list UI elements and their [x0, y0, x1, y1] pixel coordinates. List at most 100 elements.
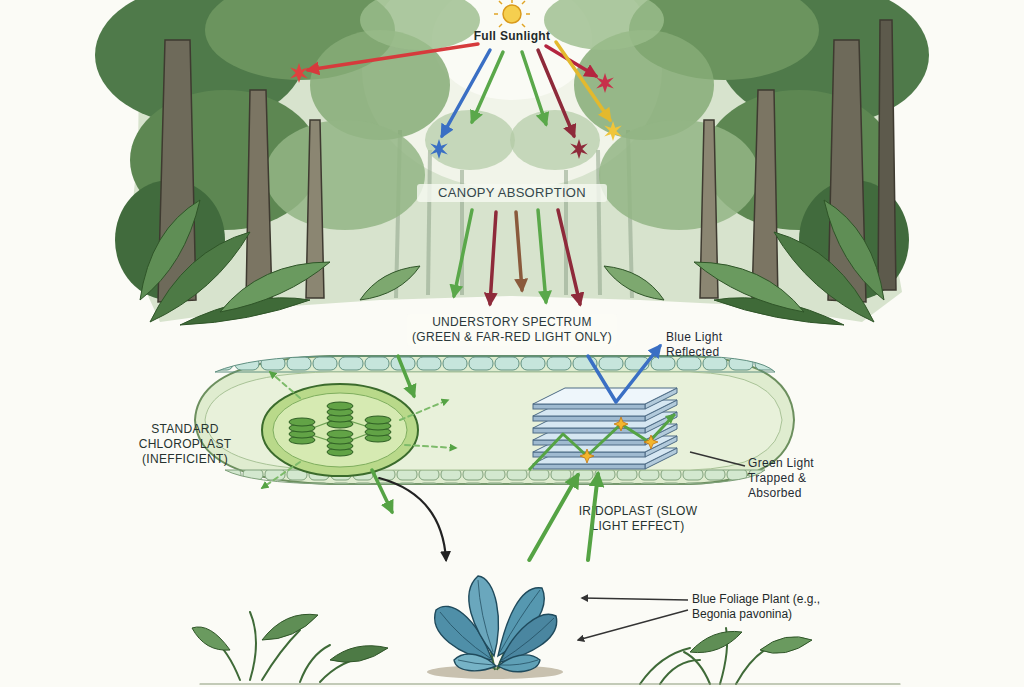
- plant-shape: [458, 660, 494, 665]
- canopy-foliage: [265, 120, 425, 230]
- node-label: IRIDOPLAST (SLOW LIGHT EFFECT): [563, 504, 713, 534]
- iridoplast-shape: [580, 449, 594, 463]
- iridoplast-shape: [533, 388, 677, 404]
- ground-leaves: [330, 646, 388, 663]
- sun-symbol: [499, 24, 502, 27]
- sun-symbol: [499, 1, 502, 4]
- tree-trunks: [158, 20, 896, 302]
- sun-symbol: [494, 0, 530, 27]
- chloroplast-shape: [289, 418, 315, 426]
- canopy-foliage: [360, 0, 480, 50]
- sunlight-rays: [308, 42, 610, 136]
- sun-symbol: [526, 13, 530, 15]
- iridoplast-organelle: IRIDOPLAST (SLOW LIGHT EFFECT): [525, 380, 685, 475]
- iridoplast-shape: [525, 380, 685, 475]
- fern-foliage: [604, 266, 664, 300]
- ground-leaves: [760, 637, 812, 654]
- blue-foliage-plant: Blue Foliage Plant (e.g., Begonia pavoni…: [420, 560, 570, 680]
- connector-arrow: [379, 478, 446, 560]
- fern-foliage: [360, 266, 420, 300]
- node-label: Blue Foliage Plant (e.g., Begonia pavoni…: [692, 592, 832, 622]
- sun-symbol: [511, 0, 513, 3]
- chloroplast-shape: [273, 393, 407, 467]
- node-label: STANDARD CHLOROPLAST (INEFFICIENT): [120, 422, 250, 467]
- fern-foliage: [694, 262, 804, 312]
- iridoplast-shape: [644, 435, 658, 449]
- sun-symbol: [494, 13, 498, 15]
- understory-rays: [558, 210, 580, 304]
- ground-leaves: [690, 631, 742, 652]
- forest-backdrop: [128, 0, 902, 322]
- chloroplast-shape: [327, 402, 353, 410]
- iridoplast-shape: [533, 464, 645, 469]
- sunlight-rays: [472, 52, 503, 122]
- canopy-foliage: [544, 0, 664, 50]
- leaf-cross-section: [195, 356, 794, 484]
- tree-trunks: [752, 90, 778, 300]
- ground-plants: [660, 660, 700, 684]
- understory-rays: [454, 210, 472, 296]
- understory-rays: [454, 210, 580, 304]
- plant-shape: [500, 660, 538, 665]
- reflection-label: Blue Light Reflected: [666, 330, 744, 360]
- ground-plants: [684, 652, 710, 684]
- sun-symbol: [522, 24, 525, 27]
- plant-shape: [440, 612, 490, 658]
- leaf-cross-section: [205, 372, 782, 470]
- plant-shape: [420, 560, 570, 680]
- canopy-foliage: [599, 120, 759, 230]
- ground-leaves: [192, 627, 230, 650]
- chloroplast-shape: [260, 382, 420, 478]
- absorption-burst: [290, 63, 622, 159]
- sun-symbol: [503, 5, 521, 23]
- plant-shape: [440, 580, 554, 665]
- plant-shape: [498, 655, 540, 672]
- tree-trunks: [878, 20, 896, 290]
- sunlight-label: Full Sunlight: [452, 29, 572, 44]
- chloroplast-shape: [262, 384, 418, 476]
- light-path-arrow: [398, 356, 414, 396]
- sun-symbol: [494, 0, 530, 27]
- plant-shape: [454, 654, 496, 671]
- canopy-label: CANOPY ABSORPTION: [417, 184, 607, 202]
- chloroplast-shape: [365, 416, 391, 424]
- absorption-burst: [430, 139, 448, 159]
- absorption-label: Green Light Trapped & Absorbed: [748, 456, 844, 501]
- edge-group: [379, 475, 578, 560]
- connector-arrow: [529, 475, 578, 560]
- absorption-burst: [290, 63, 308, 83]
- understory-rays: [490, 212, 496, 304]
- iridoplast-shape: [533, 404, 645, 409]
- ground-leaves: [262, 614, 318, 640]
- chloroplast-shape: [327, 430, 353, 438]
- sunlight-rays: [442, 50, 490, 136]
- iridoplast-shape: [614, 417, 628, 431]
- iridoplast-shape: [533, 440, 645, 445]
- iridoplast-shape: [529, 414, 675, 470]
- plant-shape: [469, 576, 499, 656]
- fern-foliage: [140, 200, 200, 300]
- ground-plants: [200, 683, 900, 684]
- canopy-foliage: [425, 110, 515, 170]
- fern-foliage: [220, 262, 330, 312]
- absorption-burst: [604, 121, 622, 141]
- plant-shape: [502, 618, 554, 660]
- leader-line: [582, 598, 688, 600]
- sun-symbol: [522, 1, 525, 4]
- iridoplast-shape: [665, 414, 675, 424]
- sunlight-rays: [308, 44, 478, 70]
- understory-rays: [516, 212, 522, 290]
- chloroplast-organelle: STANDARD CHLOROPLAST (INEFFICIENT): [260, 382, 420, 478]
- ground-plants: [250, 612, 256, 680]
- ground-plants: [200, 612, 900, 684]
- leader-line: [690, 452, 745, 466]
- light-path-arrow: [372, 470, 392, 512]
- absorption-burst: [570, 139, 588, 159]
- iridoplast-shape: [533, 416, 645, 421]
- fern-foliage: [824, 200, 884, 300]
- tree-trunks: [246, 90, 272, 300]
- plant-shape: [478, 580, 493, 652]
- leader-line: [578, 610, 688, 640]
- understory-rays: [538, 210, 546, 302]
